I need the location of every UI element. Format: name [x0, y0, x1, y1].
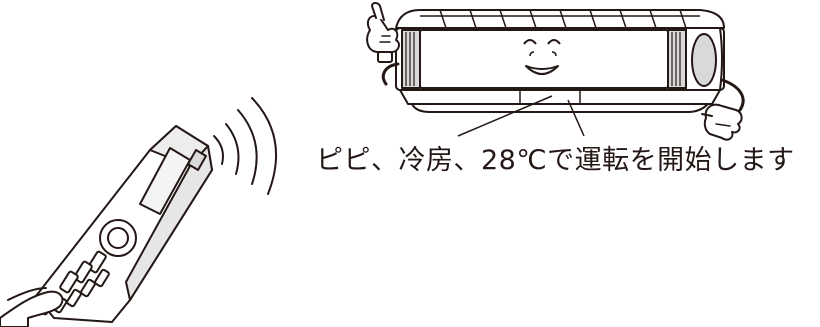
- remote-control: [0, 125, 213, 327]
- air-conditioner-unit: [395, 9, 725, 113]
- pointing-hand-icon: [366, 2, 400, 86]
- callout-lines: [457, 95, 585, 137]
- signal-waves: [213, 97, 278, 195]
- operation-caption: ピピ、冷房、28℃で運転を開始します: [316, 145, 795, 176]
- thumbs-up-hand-icon: [701, 78, 745, 141]
